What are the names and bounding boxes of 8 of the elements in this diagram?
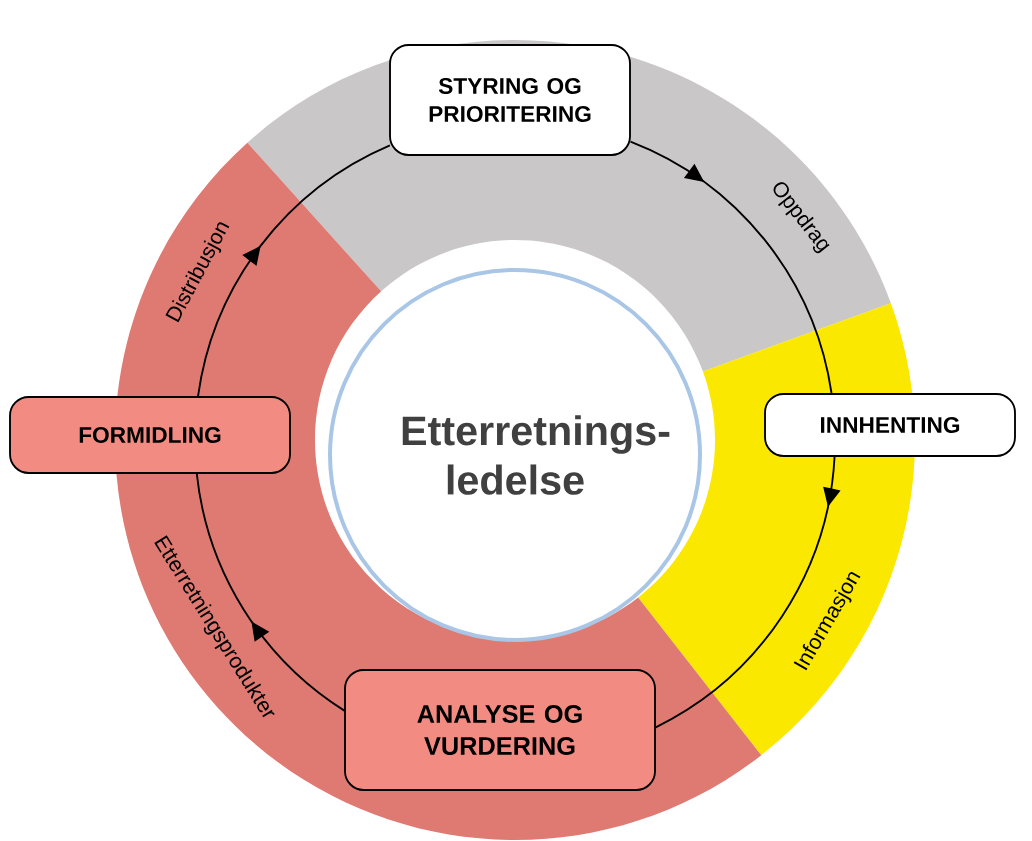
process-box: STYRING OG PRIORITERING [389, 44, 631, 156]
process-box: ANALYSE OG VURDERING [344, 669, 656, 791]
process-box: INNHENTING [764, 393, 1016, 457]
arrow [195, 472, 346, 712]
arrow [197, 144, 391, 398]
arrow [629, 140, 833, 394]
process-box: FORMIDLING [9, 396, 291, 474]
arrow [654, 455, 841, 729]
